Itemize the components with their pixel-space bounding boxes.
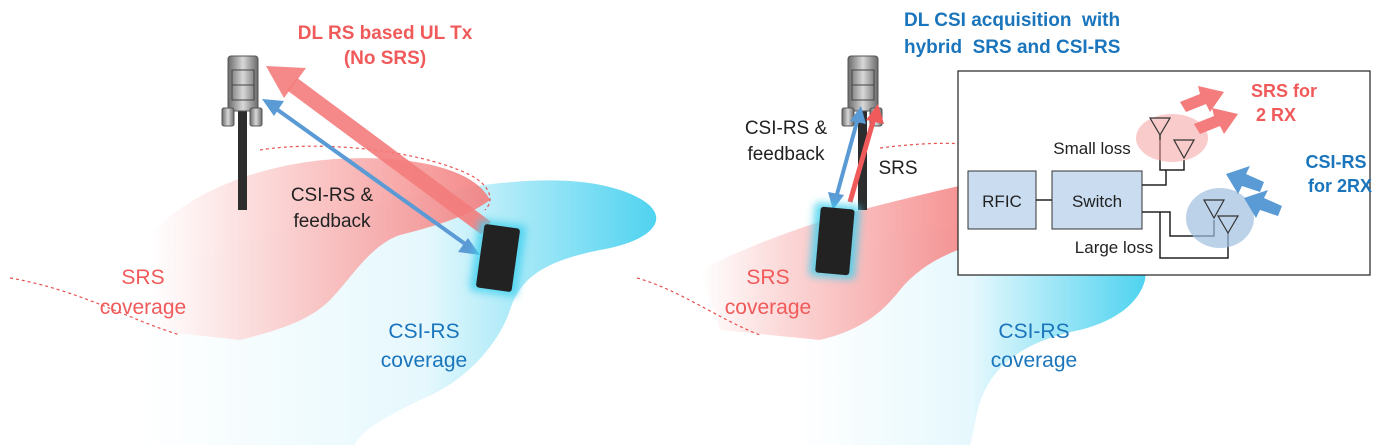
- left-arrow-label-line1: CSI-RS &: [291, 185, 374, 206]
- left-csirs-coverage-line1: CSI-RS: [388, 320, 459, 343]
- left-ul-tx-arrow: [266, 66, 491, 235]
- large-loss-label: Large loss: [1075, 238, 1153, 257]
- left-srs-coverage-outline: [9, 145, 491, 336]
- switch-box: [1051, 170, 1143, 230]
- left-panel: DL RS based UL Tx (No SRS) CSI-RS & feed…: [9, 23, 657, 445]
- left-csirs-feedback-arrow: [262, 99, 480, 255]
- left-srs-coverage-line1: SRS: [121, 266, 164, 289]
- srs-for-line1: SRS for: [1251, 81, 1317, 101]
- left-srs-coverage-line2: coverage: [100, 296, 186, 319]
- right-srs-coverage-line2: coverage: [725, 296, 811, 319]
- srs-antenna-group: [1136, 114, 1208, 162]
- left-srs-coverage-area: [150, 158, 490, 340]
- srs-outgoing-arrows: [1180, 86, 1238, 134]
- left-base-station-icon: [221, 55, 263, 210]
- right-srs-arrow-label: SRS: [878, 158, 917, 179]
- rfic-label: RFIC: [982, 192, 1022, 211]
- csirs-antenna-icon: [1202, 199, 1240, 235]
- left-ue-device-icon: [469, 219, 527, 297]
- srs-for-line2: 2 RX: [1256, 105, 1296, 125]
- csirs-for-line2: for 2RX: [1308, 176, 1372, 196]
- right-base-station-icon: [841, 55, 883, 210]
- left-title-line2: (No SRS): [344, 48, 426, 69]
- right-srs-coverage-line1: SRS: [746, 266, 789, 289]
- small-loss-label: Small loss: [1053, 139, 1130, 158]
- csirs-incoming-arrows: [1226, 166, 1282, 218]
- right-csirs-feedback-arrow: [828, 106, 866, 210]
- left-title-line1: DL RS based UL Tx: [298, 23, 473, 44]
- rfic-box: [967, 170, 1037, 230]
- right-title-line2: hybrid SRS and CSI-RS: [904, 37, 1120, 58]
- right-csirs-coverage-line2: coverage: [991, 349, 1077, 372]
- right-csirs-coverage-line1: CSI-RS: [998, 320, 1069, 343]
- inset-box: RFIC Switch: [957, 70, 1372, 276]
- right-srs-arrow: [847, 104, 884, 203]
- left-csirs-coverage-line2: coverage: [381, 349, 467, 372]
- right-arrow-label-line1: CSI-RS &: [745, 118, 828, 139]
- right-panel: DL CSI acquisition with hybrid SRS and C…: [636, 10, 1146, 445]
- switch-label: Switch: [1072, 192, 1122, 211]
- right-title-line1: DL CSI acquisition with: [904, 10, 1120, 31]
- csirs-for-line1: CSI-RS: [1305, 152, 1366, 172]
- right-ue-device-icon: [809, 202, 861, 280]
- srs-antenna-icon: [1148, 117, 1196, 160]
- left-arrow-label-line2: feedback: [293, 211, 371, 232]
- right-srs-coverage-outline: [636, 142, 976, 336]
- right-arrow-label-line2: feedback: [747, 144, 825, 165]
- csirs-antenna-group: [1186, 188, 1254, 248]
